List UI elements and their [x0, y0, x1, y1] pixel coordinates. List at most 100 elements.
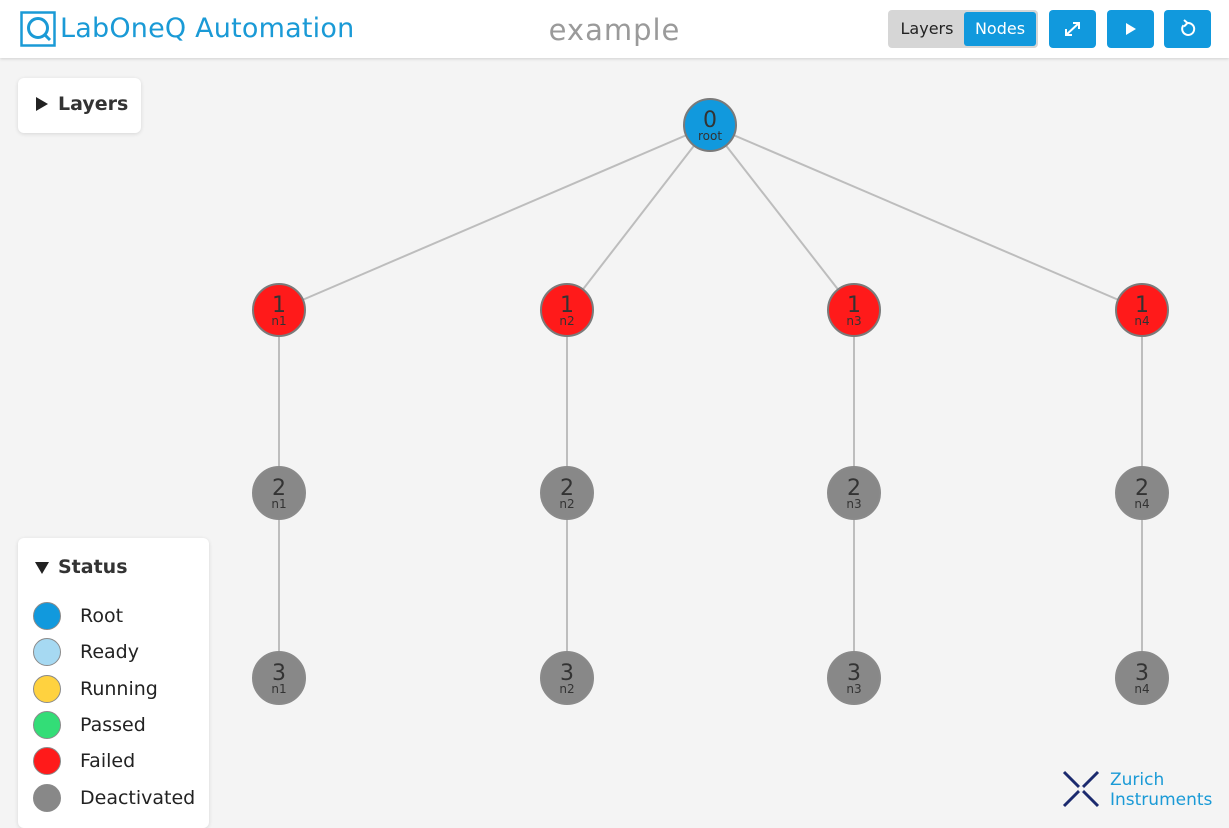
status-color-swatch	[33, 783, 61, 812]
node-circle	[540, 466, 594, 520]
legend-label: Ready	[80, 641, 139, 664]
status-color-swatch	[33, 674, 61, 703]
app-name: LabOneQ Automation	[60, 13, 355, 44]
graph-node-n3-3[interactable]: 3n3	[827, 651, 881, 705]
legend-label: Root	[80, 605, 124, 628]
graph-node-n3-1[interactable]: 1n3	[827, 283, 881, 337]
node-label: n1	[271, 497, 286, 511]
status-color-swatch	[33, 638, 61, 667]
graph-node-n2-1[interactable]: 1n2	[540, 283, 594, 337]
node-number: 2	[272, 476, 286, 501]
node-number: 2	[560, 476, 574, 501]
logo-text-line1: Zurich	[1110, 770, 1165, 790]
node-label: n2	[559, 497, 574, 511]
node-number: 1	[1135, 293, 1149, 318]
node-circle	[827, 466, 881, 520]
status-color-swatch	[33, 602, 61, 631]
zurich-instruments-logo-icon	[1062, 770, 1100, 808]
node-number: 3	[272, 661, 286, 686]
refresh-icon	[1181, 19, 1196, 36]
graph-edge	[709, 124, 855, 311]
top-bar: LabOneQ Automation example Layers Nodes	[0, 0, 1229, 58]
legend-item-ready: Ready	[33, 634, 195, 670]
zurich-instruments-logo: Zurich Instruments	[1062, 770, 1212, 810]
node-number: 3	[1135, 661, 1149, 686]
play-icon	[1126, 23, 1136, 35]
status-legend-toggle[interactable]: Status	[35, 556, 128, 578]
caret-right-icon	[36, 97, 48, 111]
node-circle	[827, 283, 881, 337]
legend-item-deactivated: Deactivated	[33, 779, 195, 815]
node-circle	[1115, 651, 1169, 705]
status-legend-panel: Status Root Ready Running Passed Failed …	[18, 538, 209, 828]
node-number: 1	[272, 293, 286, 318]
legend-label: Passed	[80, 714, 146, 737]
node-label: n2	[559, 314, 574, 328]
node-circle	[252, 283, 306, 337]
legend-label: Running	[80, 677, 158, 700]
node-number: 1	[560, 293, 574, 318]
node-label: n4	[1134, 497, 1149, 511]
reset-button[interactable]	[1164, 10, 1211, 48]
node-circle	[827, 651, 881, 705]
toggle-layers-button[interactable]: Layers	[900, 19, 954, 38]
status-legend-list: Root Ready Running Passed Failed Deactiv…	[33, 598, 195, 816]
node-label: n3	[846, 314, 861, 328]
graph-node-n1-1[interactable]: 1n1	[252, 283, 306, 337]
node-number: 0	[703, 108, 717, 133]
node-label: root	[698, 129, 722, 143]
toggle-nodes-button[interactable]: Nodes	[964, 12, 1036, 46]
node-circle	[683, 98, 737, 152]
node-number: 2	[1135, 476, 1149, 501]
node-number: 3	[847, 661, 861, 686]
node-circle	[540, 651, 594, 705]
legend-item-root: Root	[33, 598, 195, 634]
layers-panel-toggle[interactable]: Layers	[35, 93, 128, 115]
status-legend-title: Status	[58, 556, 128, 578]
graph-node-n2-2[interactable]: 2n2	[540, 466, 594, 520]
layers-panel: Layers	[18, 78, 141, 133]
layers-panel-title: Layers	[58, 93, 129, 115]
node-label: n1	[271, 682, 286, 696]
node-label: n4	[1134, 314, 1149, 328]
graph-edges	[278, 124, 1143, 678]
node-circle	[252, 651, 306, 705]
run-button[interactable]	[1107, 10, 1154, 48]
node-number: 2	[847, 476, 861, 501]
status-color-swatch	[33, 747, 61, 776]
graph-edge	[566, 124, 711, 311]
node-circle	[252, 466, 306, 520]
labone-q-logo-icon	[20, 11, 56, 47]
caret-down-icon	[35, 562, 49, 574]
logo-text-line2: Instruments	[1110, 790, 1213, 810]
legend-item-failed: Failed	[33, 743, 195, 779]
graph-node-n3-2[interactable]: 2n3	[827, 466, 881, 520]
node-circle	[540, 283, 594, 337]
expand-icon	[1065, 22, 1080, 36]
graph-edge	[278, 124, 711, 311]
graph-node-n4-3[interactable]: 3n4	[1115, 651, 1169, 705]
graph-node-n1-3[interactable]: 3n1	[252, 651, 306, 705]
graph-node-n4-2[interactable]: 2n4	[1115, 466, 1169, 520]
view-toggle: Layers Nodes	[888, 10, 1038, 48]
graph-node-n4-1[interactable]: 1n4	[1115, 283, 1169, 337]
legend-label: Deactivated	[80, 786, 196, 809]
legend-label: Failed	[80, 750, 136, 773]
node-number: 3	[560, 661, 574, 686]
graph-edge	[709, 124, 1143, 311]
node-circle	[1115, 283, 1169, 337]
graph-node-n1-2[interactable]: 2n1	[252, 466, 306, 520]
fit-view-button[interactable]	[1049, 10, 1096, 48]
node-label: n3	[846, 682, 861, 696]
status-color-swatch	[33, 711, 61, 740]
graph-node-n2-3[interactable]: 3n2	[540, 651, 594, 705]
app-brand: LabOneQ Automation	[20, 11, 354, 47]
node-circle	[1115, 466, 1169, 520]
legend-item-passed: Passed	[33, 707, 195, 743]
graph-nodes: 1n12n13n11n22n23n21n32n33n31n42n43n40roo…	[252, 98, 1169, 705]
node-number: 1	[847, 293, 861, 318]
node-label: n1	[271, 314, 286, 328]
node-label: n2	[559, 682, 574, 696]
